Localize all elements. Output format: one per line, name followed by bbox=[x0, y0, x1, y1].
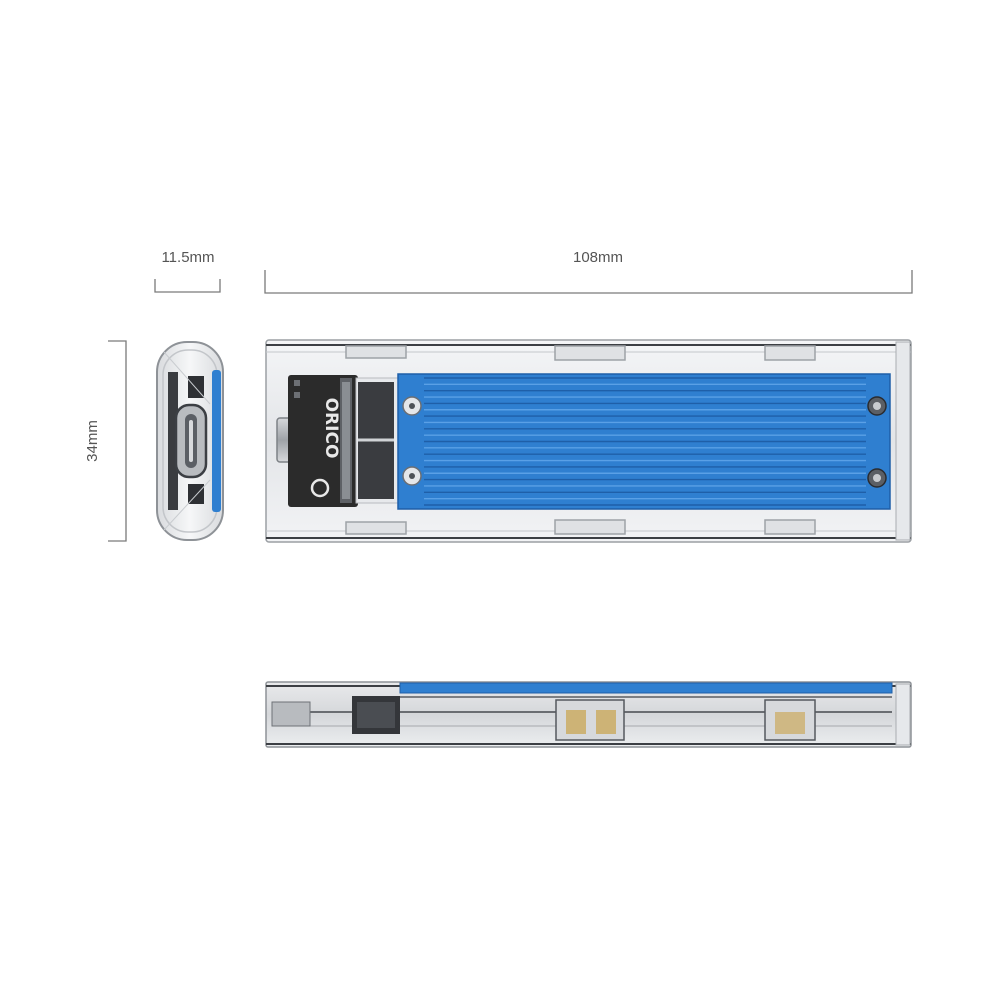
side-view-clips bbox=[555, 699, 816, 741]
depth-label: 11.5mm bbox=[161, 249, 214, 266]
side-view-usb-connector bbox=[271, 701, 311, 727]
heatsink-screw-icon bbox=[402, 396, 422, 416]
end-view bbox=[156, 341, 224, 541]
heatsink-standoff-icon bbox=[867, 468, 887, 488]
top-view: ORICO bbox=[265, 339, 912, 543]
length-dimension: 108mm bbox=[264, 249, 913, 294]
side-view bbox=[265, 681, 912, 748]
usb-c-port-icon bbox=[174, 403, 208, 479]
length-label: 108mm bbox=[573, 249, 623, 266]
depth-dimension-line bbox=[154, 279, 221, 293]
width-dimension: 34mm bbox=[84, 340, 127, 542]
end-view-blue-edge bbox=[212, 370, 221, 512]
side-view-heatsink-strip bbox=[399, 682, 893, 694]
top-view-end-cap bbox=[895, 341, 911, 541]
brand-logo-text: ORICO bbox=[321, 398, 341, 459]
side-view-end-cap bbox=[895, 683, 911, 746]
heatsink-fins bbox=[424, 377, 866, 506]
shell-clips bbox=[345, 345, 816, 535]
end-view-pcb bbox=[168, 372, 178, 510]
width-dimension-line bbox=[108, 340, 127, 542]
orico-logo: ORICO bbox=[310, 398, 341, 498]
heatsink bbox=[397, 373, 891, 510]
length-dimension-line bbox=[264, 270, 913, 294]
width-label: 34mm bbox=[84, 420, 101, 462]
heatsink-standoff-icon bbox=[867, 396, 887, 416]
depth-dimension: 11.5mm bbox=[154, 249, 221, 293]
heatsink-screw-icon bbox=[402, 466, 422, 486]
